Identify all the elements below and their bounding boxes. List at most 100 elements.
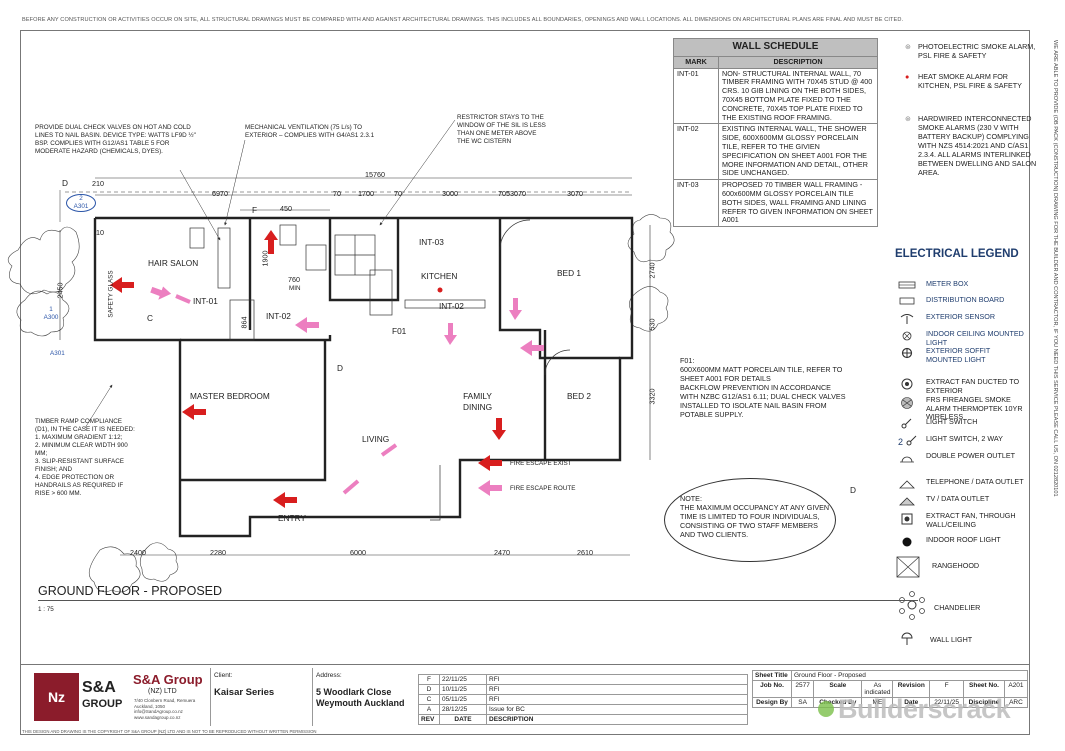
section-marker-d-top: D [62, 178, 68, 188]
company-sub: (NZ) LTD [148, 688, 177, 695]
dim-2740: 2740 [647, 262, 657, 279]
roof-light-icon [896, 536, 918, 548]
dim-70b: 70 [394, 189, 402, 198]
dim-2470: 2470 [494, 548, 510, 557]
dim-3000: 3000 [442, 189, 458, 198]
legend-wall-fan: EXTRACT FAN, THROUGH WALL/CEILING [896, 511, 1026, 529]
walls [93, 216, 634, 538]
smoke-note-3: HARDWIRED INTERCONNECTED SMOKE ALARMS (2… [918, 114, 1037, 177]
label-safety-glass: SAFETY GLASS [107, 270, 115, 318]
dim-2280: 2280 [210, 548, 226, 557]
wall-tag-int03: INT-03 [419, 237, 444, 247]
note-cloud [664, 478, 836, 562]
dim-3070: 3070 [567, 189, 583, 198]
sheet-title: Ground Floor - Proposed [791, 670, 1028, 681]
dim-210: 210 [92, 179, 104, 188]
dim-6970: 6970 [212, 189, 228, 198]
legend-extract-fan: EXTRACT FAN DUCTED TO EXTERIOR [896, 377, 1026, 395]
legend-wall-light: WALL LIGHT [896, 632, 972, 645]
rangehood-icon [896, 556, 920, 578]
title-block [20, 664, 1030, 735]
data-outlet-icon [896, 478, 918, 490]
section-marker-d-mid: D [337, 363, 343, 373]
legend-ceiling-light: INDOOR CEILING MOUNTED LIGHT [896, 329, 1036, 347]
exterior-sensor-icon [896, 313, 918, 325]
drawing-scale: 1 : 75 [38, 606, 54, 613]
wall-schedule-col-desc: DESCRIPTION [718, 55, 878, 69]
dim-7053070: 7053070 [498, 189, 526, 198]
legend-light-switch: LIGHT SWITCH [896, 417, 977, 430]
drawing-title: GROUND FLOOR - PROPOSED [38, 584, 223, 598]
legend-soffit-light: EXTERIOR SOFFIT MOUNTED LIGHT [896, 346, 1026, 364]
dim-1900: 1900 [260, 250, 270, 267]
dim-10: 10 [96, 228, 104, 237]
wall-light-icon [896, 632, 918, 645]
room-bed1: BED 1 [557, 268, 581, 278]
company-logo-sa: S&A [82, 679, 116, 696]
electrical-legend-title: ELECTRICAL LEGEND [895, 248, 1019, 260]
note-ventilation: MECHANICAL VENTILATION (75 L/s) TO EXTER… [245, 124, 375, 139]
dim-864: 864 [239, 316, 249, 329]
note-restrictor: RESTRICTOR STAYS TO THE WINDOW OF THE SI… [457, 114, 546, 145]
wall-fan-icon [896, 512, 918, 525]
light-switch-icon [896, 418, 918, 430]
room-hair-salon: HAIR SALON [148, 258, 199, 268]
wall-schedule-title: WALL SCHEDULE [673, 38, 878, 57]
power-outlet-icon [896, 452, 918, 464]
wall-tag-int01: INT-01 [193, 296, 218, 306]
ceiling-light-icon [896, 330, 918, 342]
room-entry: ENTRY [278, 513, 306, 523]
copyright-note: THIS DESIGN AND DRAWING IS THE COPYRIGHT… [22, 729, 317, 734]
client-cell: Client: Kaisar Series [210, 668, 311, 726]
distribution-board-icon [896, 296, 918, 308]
smoke-alarm-icon-legend [896, 396, 918, 409]
sheet-frame [20, 30, 1030, 735]
meter-box-icon [896, 280, 918, 292]
label-fire-escape-route: FIRE ESCAPE ROUTE [510, 485, 576, 492]
smoke-note-1: PHOTOELECTRIC SMOKE ALARM, PSL FIRE & SA… [918, 42, 1036, 60]
room-family-dining: FAMILY DINING [463, 391, 493, 412]
legend-roof-light: INDOOR ROOF LIGHT [896, 535, 1001, 548]
wall-tag-int02-b: INT-02 [439, 301, 464, 311]
legend-power-outlet: DOUBLE POWER OUTLET [896, 451, 1015, 464]
section-marker-c: C [147, 313, 153, 323]
note-occupancy: NOTE: THE MAXIMUM OCCUPANCY AT ANY GIVEN… [680, 494, 830, 539]
title-underline [38, 600, 918, 601]
room-living: LIVING [362, 434, 390, 444]
dim-2610: 2610 [577, 548, 593, 557]
dim-2450: 2450 [55, 282, 65, 299]
elevation-tag-a301-b: A301 [50, 350, 65, 357]
dim-70a: 70 [333, 189, 341, 198]
exit-arrows [110, 230, 506, 508]
dim-530: 530 [647, 318, 657, 331]
two-way-switch-icon: 2 [896, 435, 918, 447]
company-logo-nz: Nz [34, 673, 79, 721]
site-address: 5 Woodlark Close Weymouth Auckland [316, 687, 405, 708]
legend-chandelier: CHANDELIER [896, 590, 980, 620]
top-construction-note: BEFORE ANY CONSTRUCTION OR ACTIVITIES OC… [22, 17, 904, 23]
note-ramp: TIMBER RAMP COMPLIANCE (D1), IN THE CASE… [35, 418, 135, 497]
label-fire-escape-exist: FIRE ESCAPE EXIST [510, 460, 572, 467]
note-check-valves: PROVIDE DUAL CHECK VALVES ON HOT AND COL… [35, 124, 196, 155]
extract-fan-icon [896, 378, 918, 390]
dim-6000: 6000 [350, 548, 366, 557]
smoke-note-2: HEAT SMOKE ALARM FOR KITCHEN, PSL FIRE &… [918, 72, 1022, 90]
heat-alarm-icon: ● [905, 72, 910, 81]
smoke-alarm-icon: ⊛ [905, 42, 912, 51]
builderscrack-watermark: Builderscrack [838, 694, 1011, 724]
dim-450: 450 [280, 204, 292, 213]
legend-meter-box: METER BOX [896, 279, 968, 292]
legend-fireangel-alarm: FRS FIREANGEL SMOKE ALARM THERMOPTEK 10Y… [896, 395, 1026, 422]
address-cell: Address: 5 Woodlark Close Weymouth Auckl… [312, 668, 413, 726]
svg-text:2: 2 [898, 437, 903, 447]
company-name: S&A Group [133, 672, 203, 687]
